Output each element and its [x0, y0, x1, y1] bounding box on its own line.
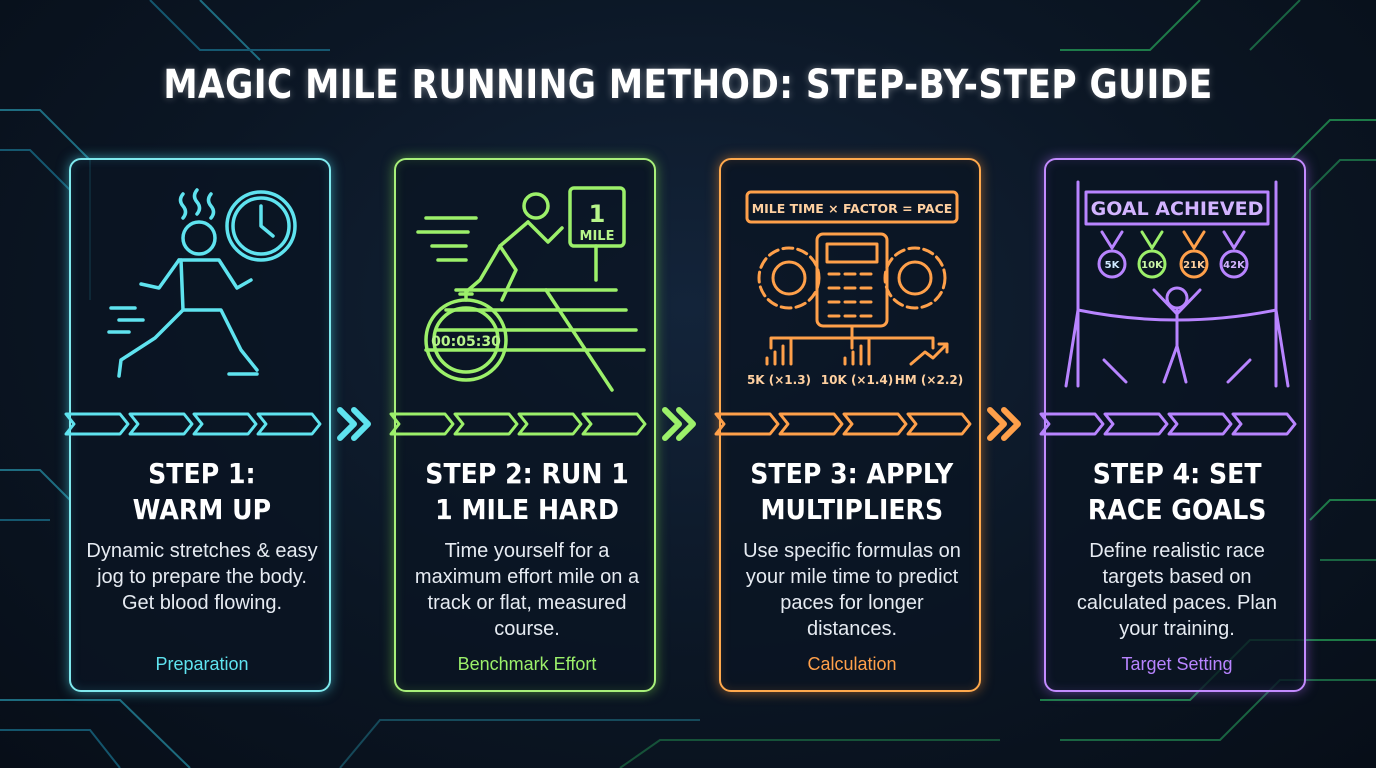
runner-icon [107, 220, 259, 378]
run-mile-illustration: 1 MILE 00:05:30 [416, 186, 646, 392]
medal-5k: 5K [1105, 260, 1121, 271]
heat-waves-icon [178, 188, 216, 220]
chevron-segment [581, 412, 647, 436]
connector-arrow-icon [662, 407, 682, 441]
chevron-segment [1231, 412, 1297, 436]
step-1-tag: Preparation [155, 654, 249, 674]
medal-10k: 10K [1141, 260, 1164, 271]
goal-banner-text: GOAL ACHIEVED [1091, 198, 1264, 220]
chevron-segment [842, 412, 908, 436]
chevron-segment [453, 412, 519, 436]
step-2-description: Time yourself for a maximum effort mile … [414, 540, 640, 640]
medal-42k: 42K [1223, 260, 1246, 271]
chevron-segment [64, 412, 130, 436]
chevron-segment [778, 412, 844, 436]
step-4-description: Define realistic race targets based on c… [1076, 540, 1278, 640]
connector-arrow-icon [987, 407, 1007, 441]
warm-up-illustration [107, 188, 297, 378]
track-icon [424, 288, 646, 392]
multiplier-10k: 10K (×1.4) [821, 373, 893, 387]
calculator-icon [815, 232, 889, 328]
stopwatch-icon [424, 292, 508, 382]
step-card-apply-multipliers: MILE TIME × FACTOR = PACE 5K (×1.3) 10K … [719, 158, 981, 692]
chevron-segment [1039, 412, 1105, 436]
formula-box [745, 190, 959, 224]
step-1-heading: STEP 1: WARM UP [132, 457, 272, 526]
step-4-heading: STEP 4: SET RACE GOALS [1087, 457, 1267, 526]
mile-sign-number: 1 [589, 200, 606, 228]
chevron-segment [1167, 412, 1233, 436]
formula-text: MILE TIME × FACTOR = PACE [752, 201, 953, 216]
chevron-segment [906, 412, 972, 436]
step-1-description: Dynamic stretches & easy jog to prepare … [86, 540, 318, 614]
step-2-tag: Benchmark Effort [457, 654, 597, 674]
chevron-segment [192, 412, 258, 436]
celebrating-runner-icon [1102, 286, 1252, 384]
stopwatch-time: 00:05:30 [431, 334, 501, 350]
step-3-heading: STEP 3: APPLY MULTIPLIERS [750, 457, 954, 526]
connector-arrow-icon [676, 407, 696, 441]
connector-arrow-icon [351, 407, 371, 441]
mile-sign-label: MILE [580, 229, 615, 244]
chevron-segment [517, 412, 583, 436]
step-4-tag: Target Setting [1121, 654, 1233, 674]
step-3-description: Use specific formulas on your mile time … [743, 540, 961, 640]
step-3-tag: Calculation [807, 654, 897, 674]
chevron-segment [714, 412, 780, 436]
multiplier-5k: 5K (×1.3) [747, 373, 811, 387]
trend-icon [909, 342, 949, 366]
multipliers-illustration: MILE TIME × FACTOR = PACE 5K (×1.3) 10K … [745, 190, 963, 387]
chevron-segment [389, 412, 455, 436]
chevron-segment [128, 412, 194, 436]
medal-21k: 21K [1183, 260, 1206, 271]
bar-chart-icon [765, 338, 871, 366]
connector-arrow-icon [337, 407, 357, 441]
multiplier-hm: HM (×2.2) [895, 373, 963, 387]
page-title: MAGIC MILE RUNNING METHOD: STEP-BY-STEP … [163, 62, 1213, 108]
chevron-segment [1103, 412, 1169, 436]
step-card-run-mile: 1 MILE 00:05:30 STEP 2: RUN 1 1 MILE HAR… [394, 158, 656, 692]
goals-illustration: GOAL ACHIEVED 5K 10K 21K 42K [1064, 180, 1290, 388]
connector-arrow-icon [1001, 407, 1021, 441]
progress-arrow-band [64, 407, 1297, 441]
gear-icon [757, 246, 947, 310]
sprinter-icon [416, 192, 564, 302]
step-2-heading: STEP 2: RUN 1 1 MILE HARD [425, 457, 629, 526]
step-card-set-goals: GOAL ACHIEVED 5K 10K 21K 42K STEP 4: SET… [1044, 158, 1306, 692]
medal-icon [1097, 230, 1249, 279]
chevron-segment [256, 412, 322, 436]
mile-sign-icon [568, 186, 626, 282]
clock-icon [225, 190, 297, 262]
